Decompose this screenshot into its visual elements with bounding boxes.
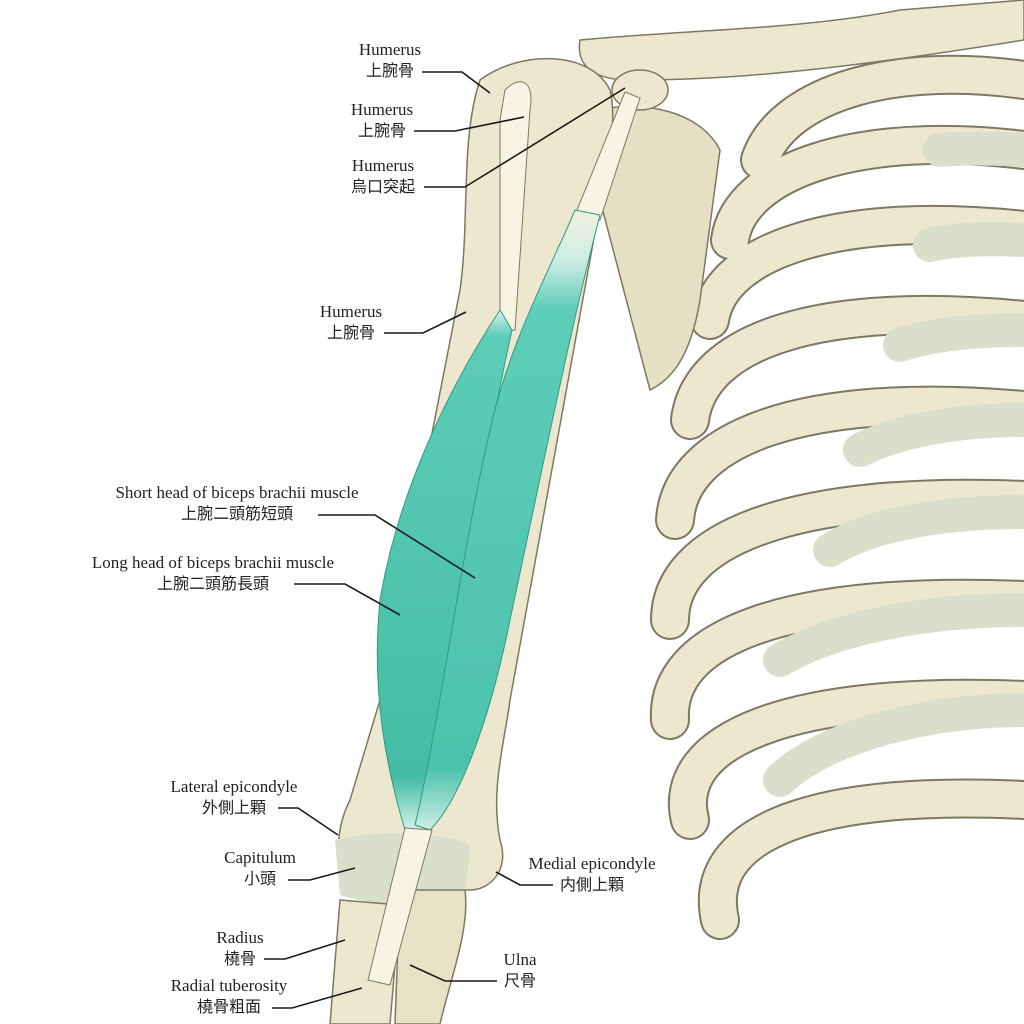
label-en: Long head of biceps brachii muscle [91, 553, 335, 572]
label-ja: 外側上顆 [201, 798, 266, 817]
label-en: Short head of biceps brachii muscle [115, 483, 359, 502]
label-ja: 上腕骨 [326, 323, 375, 342]
label-ja: 尺骨 [503, 971, 536, 990]
label-ja: 上腕二頭筋短頭 [180, 504, 293, 523]
label-en: Lateral epicondyle [170, 777, 298, 796]
label-en: Humerus [351, 156, 415, 175]
label-short-head-biceps: Short head of biceps brachii muscle 上腕二頭筋… [67, 482, 407, 524]
label-ja: 橈骨粗面 [196, 997, 261, 1016]
label-en: Humerus [319, 302, 383, 321]
label-ja: 小頭 [243, 869, 276, 888]
leader-lines [264, 71, 626, 1009]
leader-line [288, 867, 356, 881]
leader-line [272, 987, 363, 1009]
label-ja: 上腕二頭筋長頭 [156, 574, 269, 593]
label-capitulum: Capitulum 小頭 [90, 847, 430, 889]
label-ja: 上腕骨 [365, 61, 414, 80]
label-radius: Radius 橈骨 [70, 927, 410, 969]
label-humerus-shaft: Humerus 上腕骨 [181, 301, 521, 343]
leader-line [264, 939, 346, 960]
label-en: Radial tuberosity [170, 976, 288, 995]
leader-line [409, 964, 497, 982]
leader-line [294, 583, 401, 616]
label-ja: 橈骨 [223, 949, 256, 968]
label-long-head-biceps: Long head of biceps brachii muscle 上腕二頭筋長… [43, 552, 383, 594]
leader-line [278, 807, 339, 836]
label-en: Medial epicondyle [528, 854, 656, 873]
label-ja: 内側上顆 [559, 875, 624, 894]
ribcage [649, 54, 1024, 940]
label-humerus-head: Humerus 上腕骨 [220, 39, 560, 81]
label-radial-tuberosity: Radial tuberosity 橈骨粗面 [59, 975, 399, 1017]
label-lateral-epicondyle: Lateral epicondyle 外側上顆 [64, 776, 404, 818]
label-coracoid-process: Humerus 烏口突起 [213, 155, 553, 197]
leader-line [495, 871, 553, 886]
biceps-tendon [367, 827, 433, 986]
label-medial-epicondyle: Medial epicondyle 内側上顆 [422, 853, 762, 895]
label-en: Radius [216, 928, 264, 947]
leader-line [414, 116, 525, 132]
label-humerus-2: Humerus 上腕骨 [212, 99, 552, 141]
label-en: Humerus [350, 100, 414, 119]
label-ja: 上腕骨 [357, 121, 406, 140]
label-en: Ulna [503, 950, 537, 969]
label-en: Humerus [358, 40, 422, 59]
label-ja: 烏口突起 [350, 177, 415, 196]
leader-line [384, 311, 467, 334]
leader-line [318, 514, 476, 579]
short-head-tendon [574, 91, 641, 221]
label-en: Capitulum [224, 848, 296, 867]
leader-line [422, 71, 491, 94]
label-ulna: Ulna 尺骨 [350, 949, 690, 991]
leader-line [424, 87, 626, 188]
